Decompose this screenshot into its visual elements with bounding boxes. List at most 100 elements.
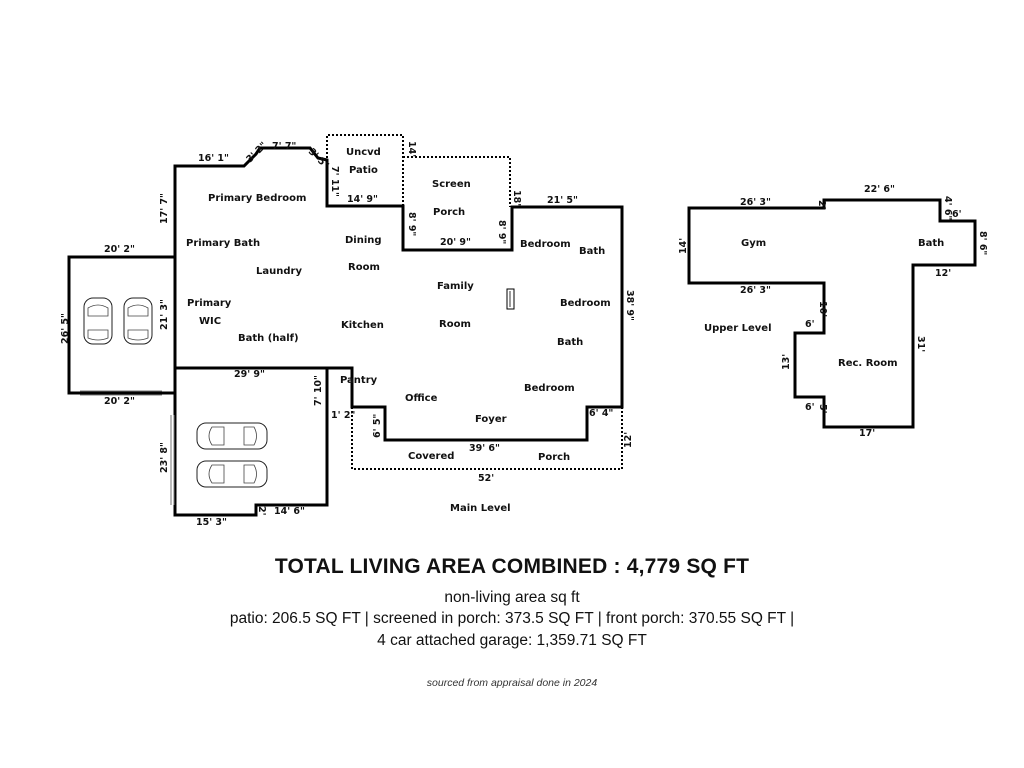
dim-label: 22' 6" [864, 184, 895, 195]
dim-label: 20' 2" [104, 244, 135, 255]
level-label-main: Main Level [450, 503, 511, 514]
non-living-area-title: non-living area sq ft [444, 589, 580, 606]
room-uncvd-patio-line2: Patio [349, 165, 378, 176]
main-level-walls [67, 146, 624, 517]
dim-label: 52' [478, 473, 494, 484]
room-bedroom-a: Bedroom [520, 239, 571, 250]
dim-label: 7' 10" [313, 375, 324, 406]
dim-label: 2' [816, 200, 827, 210]
garage-area-text: 4 car attached garage: 1,359.71 SQ FT [377, 632, 647, 649]
dim-label: 18' [511, 190, 522, 206]
main-house-outline [173, 146, 624, 442]
dim-label: 20' 2" [104, 396, 135, 407]
dim-label: 5' [817, 404, 828, 414]
car-icon [83, 297, 113, 345]
dim-label: 10' [817, 301, 828, 317]
dim-label: 1' 2" [331, 410, 355, 421]
room-primary-bedroom: Primary Bedroom [208, 193, 306, 204]
uncovered-patio-outline [326, 134, 404, 206]
dim-label: 14' [406, 141, 417, 157]
room-bath-a: Bath [579, 246, 605, 257]
dim-label: 12' [623, 432, 634, 448]
lower-garage-door [170, 415, 175, 505]
room-bedroom-c: Bedroom [524, 383, 575, 394]
room-rec-room: Rec. Room [838, 358, 898, 369]
room-bath-half: Bath (half) [238, 333, 299, 344]
dim-label: 26' 3" [740, 285, 771, 296]
dim-label: 6' [805, 319, 815, 330]
covered-porch-outline [351, 407, 623, 470]
dim-label: 21' 5" [547, 195, 578, 206]
dim-label: 8' 9" [406, 212, 417, 236]
dim-label: 15' 3" [196, 517, 227, 528]
screen-porch-outline [403, 156, 511, 207]
dim-label: 14' 6" [274, 506, 305, 517]
left-garage-door [80, 390, 162, 396]
room-pantry: Pantry [340, 375, 378, 386]
non-living-area-breakdown: patio: 206.5 SQ FT | screened in porch: … [229, 610, 795, 627]
room-dining-line1: Dining [345, 235, 382, 246]
room-kitchen: Kitchen [341, 320, 384, 331]
dim-label: 6' 5" [372, 414, 383, 438]
room-foyer: Foyer [475, 414, 507, 425]
dim-label: 7' 11" [329, 166, 340, 197]
dim-label: 6' 4" [589, 408, 613, 419]
room-primary-wic-line2: WIC [199, 316, 221, 327]
left-garage-wall [67, 255, 175, 395]
source-note: sourced from appraisal done in 2024 [426, 677, 598, 689]
room-bath-b: Bath [557, 337, 583, 348]
dim-label: 38' 9" [624, 290, 635, 321]
room-porch: Porch [538, 452, 570, 463]
car-icon [123, 297, 153, 345]
room-family-line2: Room [439, 319, 471, 330]
room-laundry: Laundry [256, 266, 302, 277]
dim-label: 29' 9" [234, 369, 265, 380]
dim-label: 2' [256, 506, 267, 516]
dim-label: 8' 6" [977, 231, 988, 255]
dim-label: 17' 7" [159, 193, 170, 224]
dim-label: 20' 9" [440, 237, 471, 248]
car-icon [196, 422, 268, 450]
room-bedroom-b: Bedroom [560, 298, 611, 309]
room-uncvd-patio-line1: Uncvd [346, 147, 381, 158]
room-labels: Primary Bedroom Primary Bath Laundry Pri… [186, 147, 944, 514]
dim-label: 31' [915, 336, 926, 352]
level-label-upper: Upper Level [704, 323, 772, 334]
dim-label: 8' 9" [496, 220, 507, 244]
fireplace-icon [506, 288, 515, 310]
dim-label: 17' [859, 428, 875, 439]
dim-label: 7' 7" [272, 141, 296, 152]
dim-label: 4' 6" [942, 196, 953, 220]
room-screen-porch-line2: Porch [433, 207, 465, 218]
outdoor-areas [326, 134, 623, 470]
lower-garage-wall [173, 368, 329, 517]
dim-label: 16' 1" [198, 153, 229, 164]
main-dimensions: 16' 1" 3' 2" 7' 7" 3' 5" 14' 18' 17' 7" … [60, 140, 635, 528]
dim-label: 12' [935, 268, 951, 279]
dim-label: 23' 8" [159, 442, 170, 473]
room-family-line1: Family [437, 281, 474, 292]
room-dining-line2: Room [348, 262, 380, 273]
room-screen-porch-line1: Screen [432, 179, 471, 190]
dim-label: 6' [952, 209, 962, 220]
car-icon [196, 460, 268, 488]
upper-dimensions: 26' 3" 22' 6" 2' 4' 6" 6' 8' 6" 14' 12' … [678, 184, 988, 439]
dim-label: 14' 9" [347, 194, 378, 205]
dim-label: 13' [781, 354, 792, 370]
dim-label: 21' 3" [159, 299, 170, 330]
total-living-area-heading: TOTAL LIVING AREA COMBINED : 4,779 SQ FT [274, 555, 750, 578]
room-covered: Covered [408, 451, 454, 462]
room-upper-bath: Bath [918, 238, 944, 249]
room-gym: Gym [741, 238, 766, 249]
room-office: Office [405, 393, 438, 404]
dim-label: 39' 6" [469, 443, 500, 454]
dim-label: 14' [678, 238, 689, 254]
dim-label: 6' [805, 402, 815, 413]
room-primary-wic-line1: Primary [187, 298, 232, 309]
dim-label: 3' 2" [244, 140, 269, 165]
dim-label: 26' 5" [60, 313, 71, 344]
upper-level-outline [687, 198, 977, 429]
dim-label: 26' 3" [740, 197, 771, 208]
room-primary-bath: Primary Bath [186, 238, 260, 249]
